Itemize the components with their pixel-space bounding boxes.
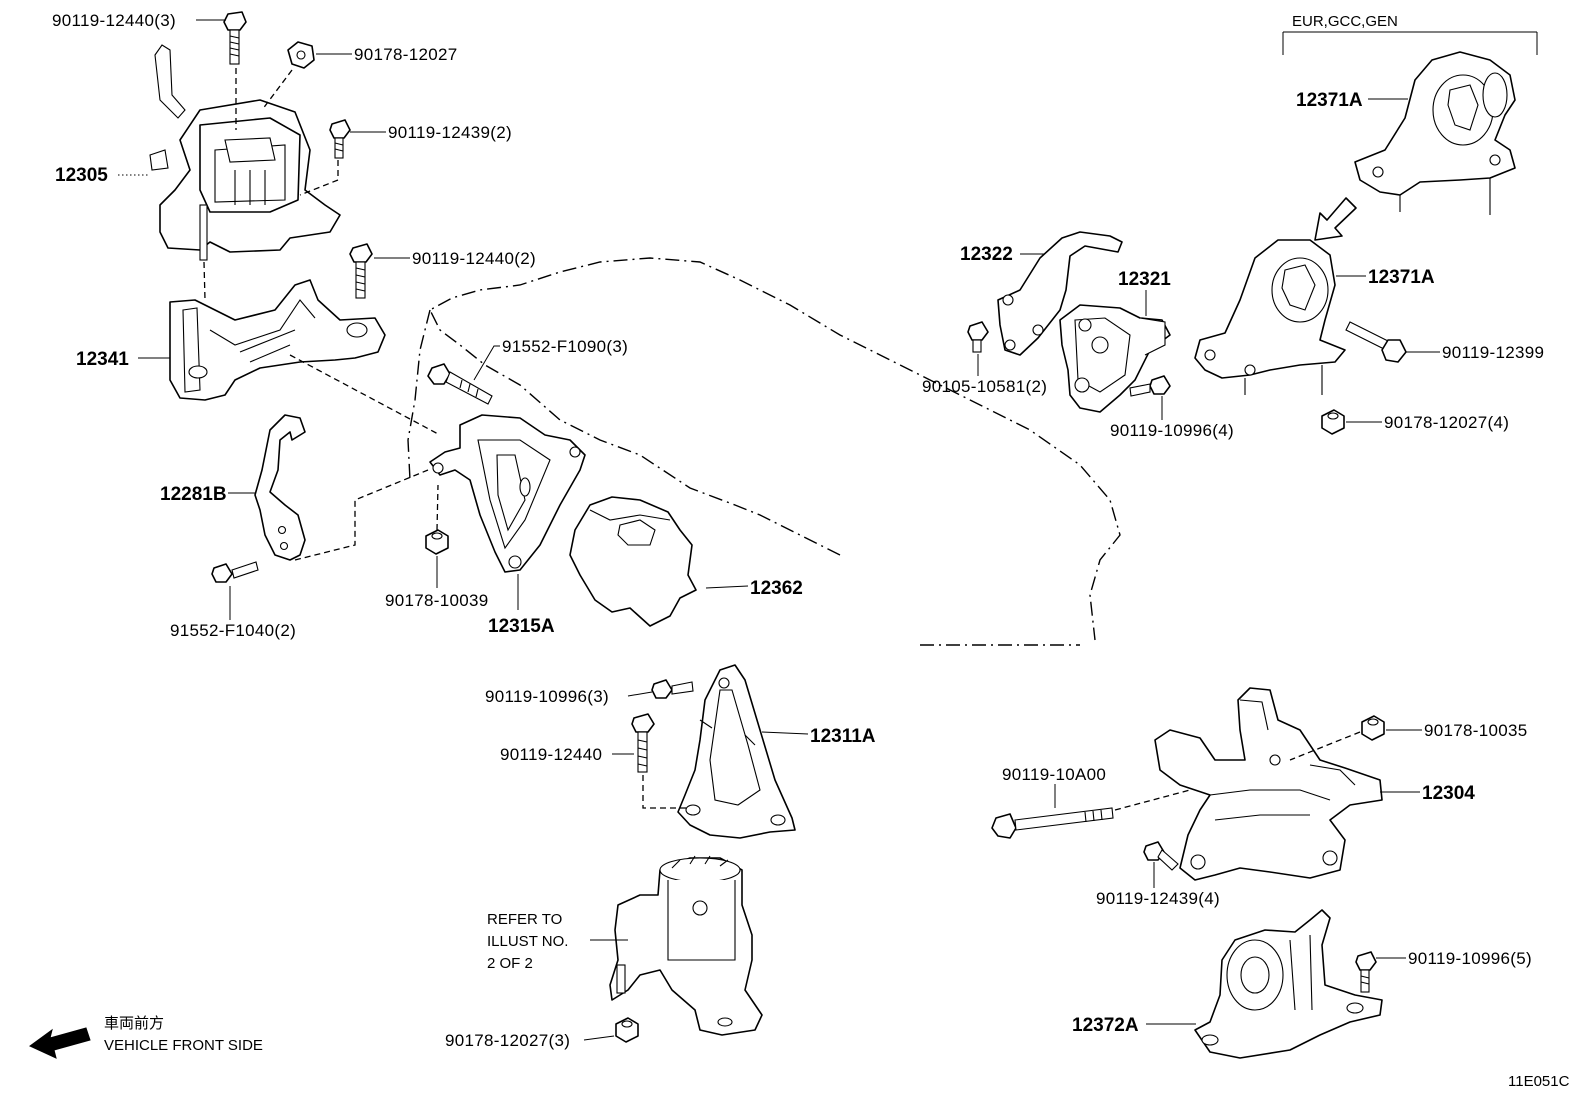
bolt-90119-12399 xyxy=(1345,321,1407,363)
part-lower-center-mount xyxy=(609,855,763,1036)
nut-90178-10039 xyxy=(425,529,449,555)
nut-90178-12027-4 xyxy=(1321,409,1345,435)
bolt-90119-12440-2 xyxy=(349,243,373,299)
part-12362-pad xyxy=(569,496,697,627)
bolt-90119-10A00 xyxy=(991,807,1114,839)
assembly-dash-5 xyxy=(294,469,429,561)
label-12305: 12305 xyxy=(55,165,108,186)
label-f15: 90119-10A00 xyxy=(1002,765,1106,784)
label-12315A: 12315A xyxy=(488,616,555,637)
label-12322: 12322 xyxy=(960,244,1013,265)
leader-f5 xyxy=(473,345,500,381)
bolt-90119-10996-3 xyxy=(651,679,694,699)
nut-90178-12027-3 xyxy=(615,1017,639,1043)
label-f11: 90178-12027(4) xyxy=(1384,413,1509,432)
leader-12311A xyxy=(761,731,809,735)
label-f1: 90119-12440(3) xyxy=(52,11,176,30)
label-12311A: 12311A xyxy=(810,726,876,747)
part-12281B-hook xyxy=(254,414,306,561)
assembly-dash-1 xyxy=(235,68,293,130)
front-side-english: VEHICLE FRONT SIDE xyxy=(104,1037,263,1054)
label-12362: 12362 xyxy=(750,578,803,599)
assembly-dash-8 xyxy=(1114,789,1191,811)
assembly-dash-3 xyxy=(203,261,206,301)
vehicle-front-arrow-icon xyxy=(29,1027,91,1059)
direction-arrow xyxy=(1314,197,1357,241)
illustration-code: 11E051C xyxy=(1508,1073,1570,1090)
assembly-dash-2 xyxy=(299,160,339,196)
label-region-header: EUR,GCC,GEN xyxy=(1292,13,1398,30)
assembly-dash-9 xyxy=(1289,731,1361,761)
label-12321: 12321 xyxy=(1118,269,1171,290)
refer-note-line1: REFER TO xyxy=(487,911,562,928)
part-12315A-bracket xyxy=(429,414,586,573)
label-f5: 91552-F1090(3) xyxy=(502,337,628,356)
part-12372A-mount xyxy=(1194,909,1383,1059)
label-f12: 90119-10996(3) xyxy=(485,687,609,706)
part-12371A-eur-mount xyxy=(1354,51,1516,215)
label-12372A: 12372A xyxy=(1072,1015,1139,1036)
label-f18: 90178-12027(3) xyxy=(445,1031,570,1050)
bolt-90119-10996-4 xyxy=(1129,375,1171,397)
part-12322-bracket xyxy=(997,231,1123,356)
part-12341-bracket xyxy=(169,279,386,401)
assembly-dash-6 xyxy=(436,484,439,531)
label-12341: 12341 xyxy=(76,349,129,370)
label-f4: 90119-12440(2) xyxy=(412,249,536,268)
leader-12362 xyxy=(705,585,749,589)
label-12371A-mid: 12371A xyxy=(1368,267,1435,288)
label-f7: 91552-F1040(2) xyxy=(170,621,296,640)
bolt-90105-10581-2 xyxy=(967,321,989,353)
front-side-japanese: 車両前方 xyxy=(104,1015,164,1032)
label-f8: 90105-10581(2) xyxy=(922,377,1047,396)
engine-outline xyxy=(429,257,1121,641)
leader-f18 xyxy=(583,1035,615,1041)
label-f10: 90119-12399 xyxy=(1442,343,1544,362)
engine-outline-left xyxy=(407,309,431,481)
part-12304-member xyxy=(1154,687,1383,881)
label-12304: 12304 xyxy=(1422,783,1475,804)
nut-90178-10035 xyxy=(1361,715,1385,741)
bolt-90119-12439-2 xyxy=(329,119,351,159)
part-12371A-mount xyxy=(1194,239,1346,395)
bolt-90119-12439-4 xyxy=(1143,841,1179,871)
label-12281B: 12281B xyxy=(160,484,227,505)
label-f2: 90178-12027 xyxy=(354,45,458,64)
refer-note-line2: ILLUST NO. xyxy=(487,933,568,950)
refer-note-line3: 2 OF 2 xyxy=(487,955,533,972)
bolt-90119-10996-5 xyxy=(1355,951,1377,993)
label-12371A-top: 12371A xyxy=(1296,90,1363,111)
bolt-90119-12440 xyxy=(631,713,655,773)
label-f3: 90119-12439(2) xyxy=(388,123,512,142)
label-f14: 90178-10035 xyxy=(1424,721,1528,740)
part-12311A-bracket xyxy=(677,664,796,839)
assembly-dash-7 xyxy=(642,775,690,809)
part-12321-mount xyxy=(1059,304,1171,413)
nut-90178-12027 xyxy=(287,41,315,69)
label-f13: 90119-12440 xyxy=(500,745,602,764)
label-f17: 90119-10996(5) xyxy=(1408,949,1532,968)
part-12305-mount xyxy=(149,44,341,261)
label-f6: 90178-10039 xyxy=(385,591,489,610)
label-f9: 90119-10996(4) xyxy=(1110,421,1234,440)
bolt-91552-F1090-3 xyxy=(427,363,493,405)
bolt-90119-12440-3 xyxy=(223,11,247,65)
label-f16: 90119-12439(4) xyxy=(1096,889,1220,908)
leader-f12 xyxy=(627,691,653,697)
assembly-dash-4 xyxy=(289,354,441,436)
bolt-91552-F1040-2 xyxy=(211,561,259,583)
